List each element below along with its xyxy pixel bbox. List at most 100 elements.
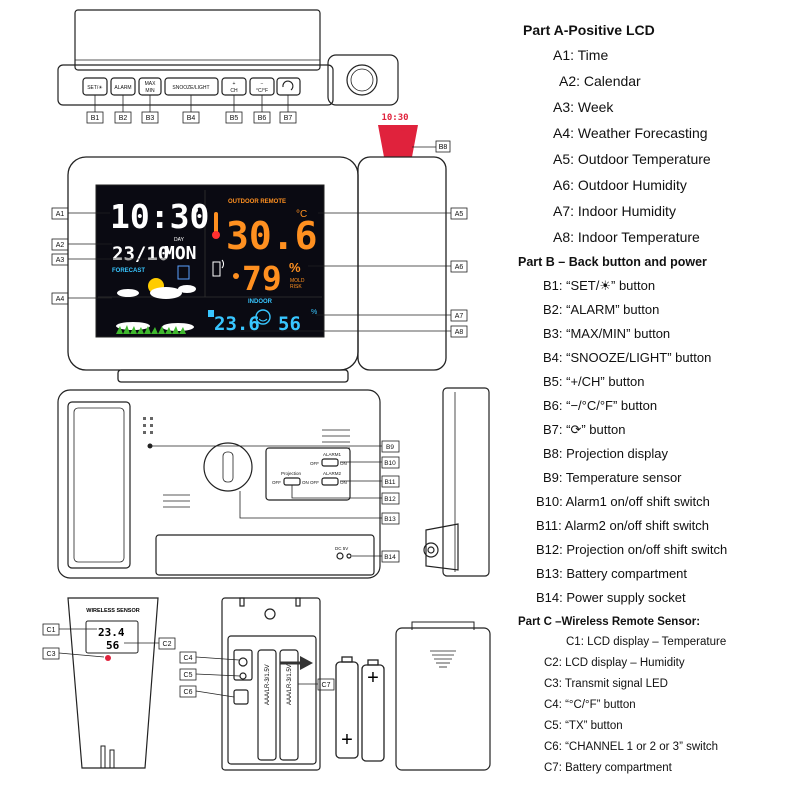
callout-b14: B14 [384, 554, 396, 561]
lcd-mold-label: MOLD [290, 278, 305, 284]
legend-item-c4: C4: “°C/°F” button [544, 699, 636, 711]
legend-item-b11: B11: Alarm2 on/off shift switch [536, 518, 709, 533]
min-label: MIN [145, 88, 155, 94]
callout-b2: B2 [119, 115, 128, 122]
callout-b9: B9 [386, 444, 394, 451]
loose-batteries [335, 656, 385, 762]
projected-time: 10:30 [381, 113, 408, 123]
temperature-sensor-hole [147, 443, 153, 449]
lcd-outdoor-remote-label: OUTDOOR REMOTE [228, 199, 286, 205]
back-body [57, 389, 381, 579]
legend-item-b7: B7: “⟳” button [543, 422, 626, 437]
callout-c6: C6 [184, 689, 193, 696]
lcd-forecast-label: FORECAST [112, 268, 145, 274]
callout-b6: B6 [258, 115, 267, 122]
callout-a4: A4 [56, 296, 65, 303]
comfort-face-icon [255, 309, 271, 325]
sensor-back-body [221, 597, 321, 771]
grass-icon [116, 322, 194, 334]
part-a-title: Part A-Positive LCD [523, 22, 655, 38]
lcd-date: 23/10 [112, 243, 169, 265]
alarm2-switch[interactable] [321, 477, 339, 486]
callout-b8: B8 [439, 144, 448, 151]
projector-housing [327, 54, 399, 106]
callout-b1: B1 [91, 115, 100, 122]
alarm1-switch[interactable] [321, 458, 339, 467]
sensor-lcd [85, 620, 139, 654]
legend-item-b3: B3: “MAX/MIN” button [543, 326, 671, 341]
callout-b10: B10 [384, 460, 396, 467]
legend-item-b8: B8: Projection display [543, 446, 669, 461]
cf-button[interactable] [238, 657, 248, 667]
legend-item-a6: A6: Outdoor Humidity [553, 177, 687, 193]
battery-icon [177, 265, 190, 280]
rotate-icon [282, 80, 294, 91]
battery-1-label: AAA/LR-3/1.5V [265, 664, 271, 705]
part-c-list: C1: LCD display – Temperature C2: LCD di… [518, 632, 726, 779]
alarm1-off-label: OFF [310, 461, 319, 466]
callout-a3: A3 [56, 257, 65, 264]
lcd-time: 10:30 [110, 197, 209, 236]
sensor-back [221, 597, 321, 771]
projection-beam: 10:30 23.4°C [378, 113, 418, 157]
sensor-battery-compartment [227, 635, 317, 765]
lcd-indoor-humidity: 56 [278, 313, 301, 335]
callout-a1: A1 [56, 211, 65, 218]
rotate-button[interactable] [276, 77, 301, 96]
legend-item-c1: C1: LCD display – Temperature [566, 636, 727, 648]
switch-panel [265, 447, 351, 501]
legend-item-b2: B2: “ALARM” button [543, 302, 660, 317]
part-a-list: A1: Time A2: Calendar A3: Week A4: Weath… [553, 42, 711, 250]
channel-switch[interactable] [233, 689, 249, 705]
legend-item-c5: C5: “TX” button [544, 720, 623, 732]
legend-item-b4: B4: “SNOOZE/LIGHT” button [543, 350, 712, 365]
alarm2-label: ALARM2 [323, 471, 342, 476]
legend-item-a4: A4: Weather Forecasting [553, 125, 708, 141]
legend-item-a1: A1: Time [553, 47, 609, 63]
battery-compartment-back [203, 442, 253, 492]
legend-item-c3: C3: Transmit signal LED [544, 678, 668, 690]
alarm2-off-label: OFF [310, 480, 319, 485]
lcd-outdoor-hum-unit: % [289, 260, 301, 275]
projected-temperature: 23.4°C [384, 125, 405, 133]
snooze-light-button[interactable] [164, 77, 219, 96]
alarm1-label: ALARM1 [323, 452, 342, 457]
side-view [423, 387, 490, 577]
callout-c7: C7 [322, 682, 331, 689]
battery-1 [257, 649, 277, 761]
tx-button[interactable] [239, 672, 247, 680]
alarm1-on-label: ON [340, 461, 347, 466]
dc-socket[interactable] [336, 552, 344, 560]
weather-sun-cloud-icon [117, 278, 196, 299]
back-view [57, 389, 381, 579]
legend-item-a7: A7: Indoor Humidity [553, 203, 676, 219]
callout-c3: C3 [47, 651, 56, 658]
snooze-light-label: SNOOZE/LIGHT [172, 85, 209, 91]
lcd-outdoor-temperature: 30.6 [226, 214, 318, 258]
dc-label: DC 5V [335, 546, 348, 551]
legend-part-b: Part B – Back button and power B1: “SET/… [518, 253, 727, 610]
part-b-list: B1: “SET/☀” button B2: “ALARM” button B3… [518, 274, 727, 610]
lcd-indoor-temperature: 23.6 [214, 313, 260, 335]
lcd-indoor-hum-unit: % [311, 309, 317, 316]
battery-2-plus: + [367, 667, 379, 689]
top-view-button-strip [57, 64, 334, 106]
legend-item-b10: B10: Alarm1 on/off shift switch [536, 494, 710, 509]
set-button-label: SET/☀ [87, 85, 103, 91]
projection-switch[interactable] [283, 477, 301, 486]
sensor-front [67, 597, 159, 769]
cf-label: °C/°F [256, 88, 268, 94]
ch-plus-label: + [233, 81, 236, 87]
callout-a5: A5 [455, 211, 464, 218]
projection-on-label: ON [302, 480, 309, 485]
projection-off-label: OFF [272, 480, 281, 485]
legend-item-b1: B1: “SET/☀” button [543, 278, 656, 293]
sensor-title: WIRELESS SENSOR [86, 608, 140, 614]
callout-c1: C1 [47, 627, 56, 634]
part-b-title: Part B – Back button and power [518, 255, 707, 269]
callout-b5: B5 [230, 115, 239, 122]
ch-label: CH [230, 88, 238, 94]
lcd-outdoor-temp-unit: °C [296, 209, 307, 220]
back-base [155, 534, 375, 576]
